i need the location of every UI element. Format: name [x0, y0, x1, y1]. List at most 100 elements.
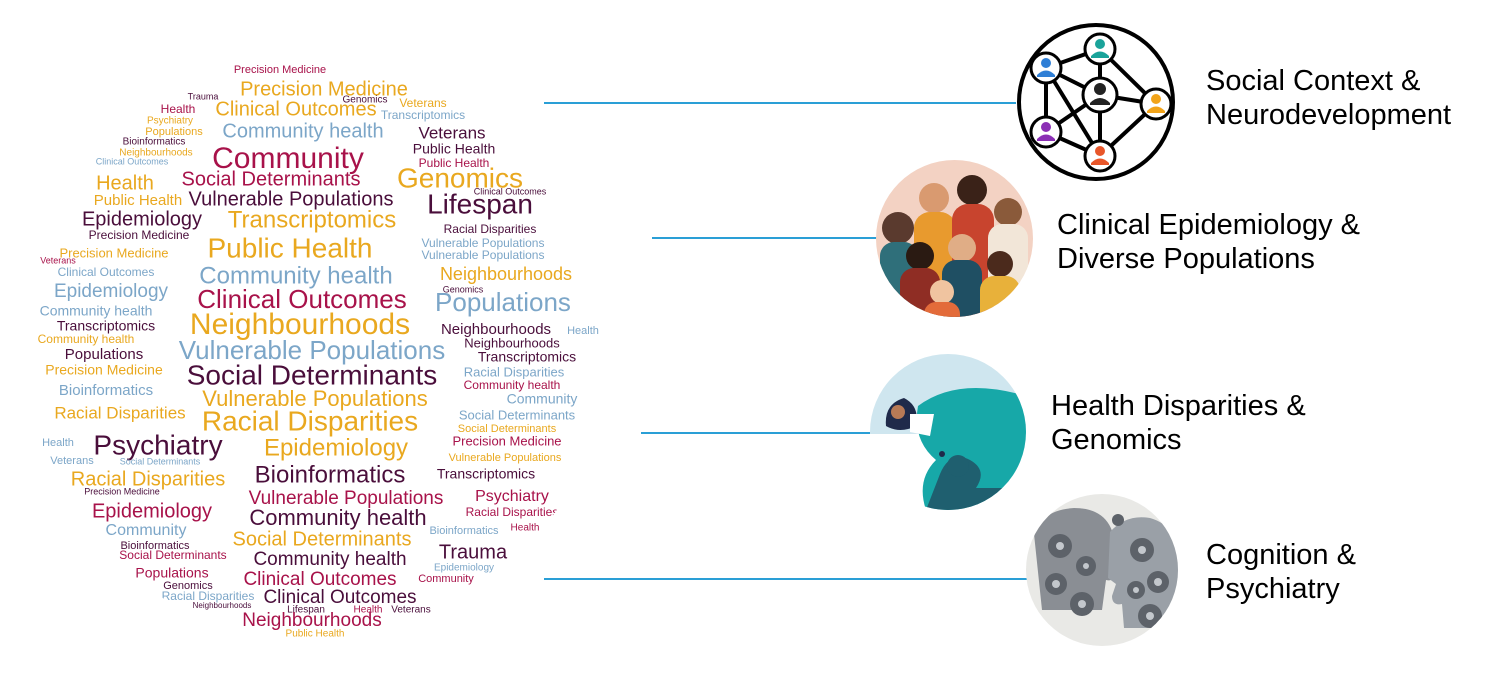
cloud-word: Health: [511, 523, 540, 534]
cloud-word: Transcriptomics: [228, 206, 396, 233]
cloud-word: Genomics: [163, 580, 213, 592]
cloud-word: Neighbourhoods: [464, 335, 560, 350]
cloud-word: Clinical Outcomes: [215, 98, 376, 120]
cloud-word: Clinical Outcomes: [263, 587, 416, 608]
cloud-word: Neighbourhoods: [242, 610, 381, 631]
gear-heads-image: [1026, 494, 1178, 646]
cloud-word: Health: [161, 102, 196, 116]
cloud-word: Racial Disparities: [466, 505, 559, 519]
cloud-word: Bioinformatics: [429, 525, 499, 537]
cloud-word: Racial Disparities: [71, 468, 226, 490]
cloud-word: Social Determinants: [119, 548, 226, 562]
cloud-word: Bioinformatics: [123, 137, 186, 148]
cloud-word: Transcriptomics: [57, 318, 155, 334]
social-network-icon: [1016, 22, 1176, 182]
cloud-word: Precision Medicine: [89, 228, 190, 242]
cloud-word: Community health: [40, 303, 153, 319]
cloud-word: Veterans: [399, 96, 446, 110]
cloud-word: Epidemiology: [54, 281, 169, 302]
cloud-word: Genomics: [397, 162, 523, 193]
cloud-word: Racial Disparities: [444, 222, 537, 236]
cloud-word: Community: [106, 522, 187, 539]
cloud-word: Vulnerable Populations: [179, 335, 445, 365]
cloud-word: Public Health: [286, 629, 345, 640]
cloud-word: Vulnerable Populations: [189, 188, 394, 210]
cloud-word: Vulnerable Populations: [422, 236, 545, 250]
cloud-word: Lifespan: [287, 605, 325, 616]
theme-label-1: Social Context & Neurodevelopment: [1206, 64, 1451, 132]
cloud-word: Community: [507, 391, 578, 407]
cloud-word: Lifespan: [427, 188, 533, 219]
cloud-word: Neighbourhoods: [440, 264, 572, 284]
theme-label-3: Health Disparities & Genomics: [1051, 389, 1306, 457]
cloud-word: Neighbourhoods: [119, 148, 192, 159]
cloud-word: Trauma: [439, 541, 508, 563]
cloud-word: Public Health: [419, 156, 490, 170]
cloud-word: Clinical Outcomes: [243, 569, 396, 590]
cloud-word: Social Determinants: [182, 168, 361, 190]
theme-label-4: Cognition & Psychiatry: [1206, 538, 1356, 606]
cloud-word: Genomics: [342, 95, 387, 106]
cloud-word: Racial Disparities: [54, 403, 185, 422]
cloud-word: Transcriptomics: [478, 349, 576, 365]
cloud-word: Trauma: [188, 91, 219, 101]
cloud-word: Precision Medicine: [59, 245, 168, 260]
cloud-word: Neighbourhoods: [190, 308, 410, 341]
theme-4-line-2: Psychiatry: [1206, 573, 1340, 605]
cloud-word: Precision Medicine: [45, 362, 163, 378]
connector-line-2: [652, 237, 880, 239]
theme-4-line-1: Cognition &: [1206, 539, 1356, 571]
theme-1-line-2: Neurodevelopment: [1206, 99, 1452, 131]
theme-2-line-1: Clinical Epidemiology &: [1057, 209, 1361, 241]
cloud-word: Precision Medicine: [84, 486, 160, 496]
cloud-word: Vulnerable Populations: [422, 248, 545, 262]
cloud-word: Psychiatry: [475, 488, 549, 505]
cloud-word: Vulnerable Populations: [449, 452, 562, 464]
cloud-word: Psychiatry: [147, 116, 193, 127]
diverse-crowd-illustration: [876, 160, 1033, 317]
cloud-word: Veterans: [391, 605, 430, 616]
cloud-word: Racial Disparities: [464, 364, 565, 379]
connector-line-1: [544, 102, 1016, 104]
theme-2-line-2: Diverse Populations: [1057, 243, 1315, 275]
cloud-word: Racial Disparities: [162, 589, 255, 603]
cloud-word: Veterans: [418, 123, 485, 142]
health-disparities-illustration: [870, 354, 1026, 510]
cloud-word: Community health: [222, 120, 383, 142]
cloud-word: Social Determinants: [120, 456, 201, 466]
cloud-word: Transcriptomics: [437, 466, 535, 482]
cloud-word: Psychiatry: [93, 429, 222, 460]
cloud-word: Health: [96, 172, 154, 194]
cloud-word: Clinical Outcomes: [58, 265, 155, 279]
cloud-word: Neighbourhoods: [441, 321, 551, 338]
theme-1-line-1: Social Context &: [1206, 65, 1421, 97]
cloud-word: Populations: [135, 565, 208, 581]
theme-3-line-2: Genomics: [1051, 424, 1182, 456]
cloud-word: Health: [42, 437, 74, 449]
cloud-word: Health: [354, 605, 383, 616]
cloud-word: Precision Medicine: [240, 78, 408, 100]
cloud-word: Transcriptomics: [381, 108, 465, 122]
cloud-word: Populations: [435, 287, 571, 317]
cloud-word: Clinical Outcomes: [474, 186, 547, 196]
cloud-word: Bioinformatics: [59, 382, 153, 399]
cloud-word: Precision Medicine: [234, 64, 326, 76]
cloud-word: Bioinformatics: [120, 540, 190, 552]
cloud-word: Vulnerable Populations: [249, 488, 444, 509]
connector-line-4: [544, 578, 1030, 580]
cloud-word: Health: [567, 325, 599, 337]
cloud-word: Community: [212, 142, 364, 175]
cloud-word: Public Health: [413, 141, 496, 157]
cloud-word: Social Determinants: [458, 423, 557, 435]
theme-3-line-1: Health Disparities &: [1051, 390, 1306, 422]
cloud-word: Public Health: [208, 232, 373, 263]
cloud-word: Veterans: [50, 455, 94, 467]
cloud-word: Bioinformatics: [255, 461, 406, 488]
cloud-word: Community health: [464, 378, 561, 392]
cloud-word: Social Determinants: [187, 359, 438, 390]
theme-label-2: Clinical Epidemiology & Diverse Populati…: [1057, 208, 1360, 276]
cloud-word: Community: [418, 573, 474, 585]
cloud-word: Genomics: [443, 284, 484, 294]
